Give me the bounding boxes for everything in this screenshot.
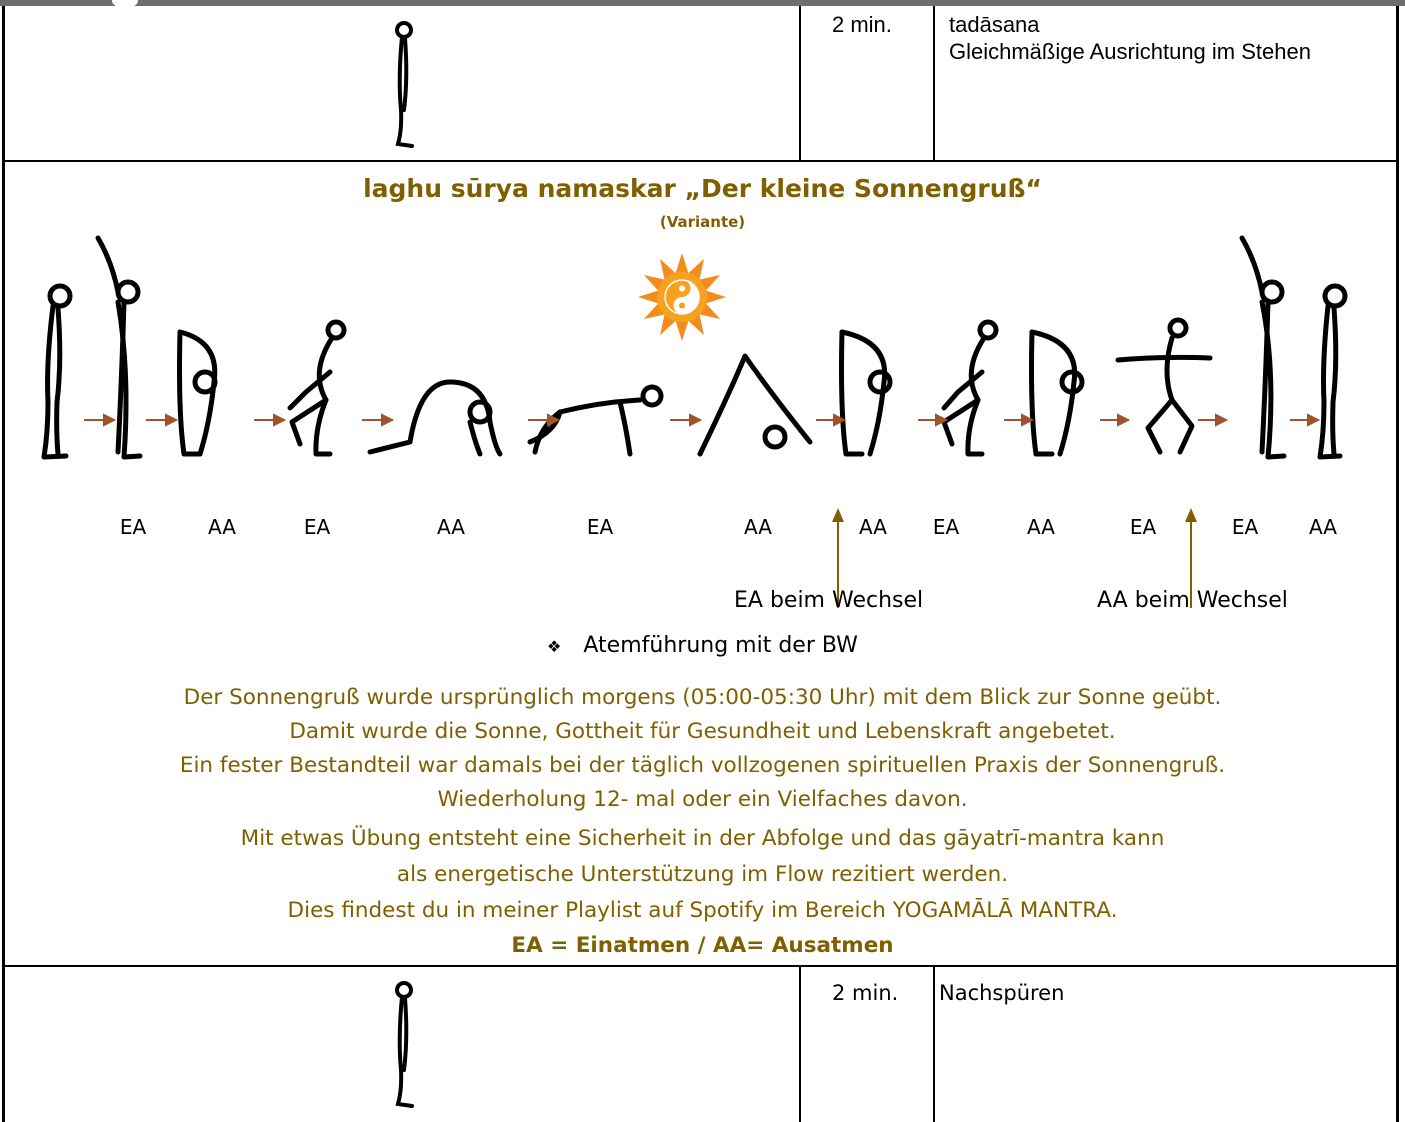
row-divider-top <box>2 160 1399 162</box>
pose-forward-fold-3 <box>1029 329 1085 457</box>
breath-label: EA <box>119 515 147 539</box>
pose-arms-up-2 <box>1239 235 1287 460</box>
pose-plank-1 <box>367 379 503 457</box>
paragraph-line: als energetische Unterstützung im Flow r… <box>396 862 1009 887</box>
pose-standing-1 <box>41 283 73 460</box>
pose-standing-2 <box>1317 283 1348 460</box>
bottom-pose-name: Nachspüren <box>939 981 1065 1005</box>
top-pose-desc: Gleichmäßige Ausrichtung im Stehen <box>949 39 1311 64</box>
col-divider-2-bottom <box>933 966 935 1122</box>
note-right: AA beim Wechsel <box>1097 588 1288 613</box>
col-divider-1-top <box>799 6 801 161</box>
paragraph-line: Wiederholung 12- mal oder ein Vielfaches… <box>437 787 968 812</box>
top-pose-name: tadāsana <box>949 12 1040 37</box>
breath-label: EA <box>1231 515 1259 539</box>
bullet-line: ❖ Atemführung mit der BW <box>0 633 1405 658</box>
bottom-duration: 2 min. <box>832 981 899 1005</box>
breath-label: EA <box>586 515 614 539</box>
pose-lunge-1 <box>287 319 347 457</box>
paragraph-line: Dies findest du in meiner Playlist auf S… <box>287 898 1118 923</box>
row-divider-bottom <box>2 965 1399 967</box>
top-band <box>0 0 1405 8</box>
col-divider-1-bottom <box>799 966 801 1122</box>
paragraph-line: Mit etwas Übung entsteht eine Sicherheit… <box>240 826 1165 851</box>
diamond-bullet-icon: ❖ <box>547 637 562 656</box>
section-subtitle: (Variante) <box>659 213 746 231</box>
pose-arms-up-1 <box>95 235 143 460</box>
note-left: EA beim Wechsel <box>734 588 924 613</box>
arrow-right-icons <box>84 413 1321 427</box>
arrow-up-icon <box>832 508 844 608</box>
breath-label: AA <box>208 515 236 539</box>
pose-chair <box>1115 317 1213 455</box>
table-frame <box>2 6 1399 1122</box>
pose-forward-fold-1 <box>177 329 218 457</box>
paragraph-line: Der Sonnengruß wurde ursprünglich morgen… <box>183 685 1222 710</box>
pose-lunge-2 <box>941 319 999 457</box>
breath-label: AA <box>1027 515 1055 539</box>
section-title: laghu sūrya namaskar „Der kleine Sonneng… <box>363 174 1042 203</box>
col-divider-2-top <box>933 6 935 161</box>
breath-label: EA <box>932 515 960 539</box>
arrow-up-icon <box>1185 508 1197 608</box>
breath-label: AA <box>744 515 772 539</box>
pose-down-dog-1 <box>697 353 813 457</box>
standing-figure-icon <box>395 981 414 1108</box>
legend-line: EA = Einatmen / AA= Ausatmen <box>511 933 894 958</box>
paragraph-line: Ein fester Bestandteil war damals bei de… <box>179 753 1226 778</box>
pose-cobra-1 <box>527 384 664 457</box>
breath-label: AA <box>437 515 465 539</box>
sun-yin-yang-icon <box>638 253 726 341</box>
breath-label: AA <box>859 515 887 539</box>
breath-label: EA <box>1129 515 1157 539</box>
pose-sequence <box>41 235 1348 460</box>
top-duration: 2 min. <box>832 12 892 37</box>
pose-forward-fold-2 <box>839 329 893 457</box>
breath-label: EA <box>303 515 331 539</box>
standing-figure-icon <box>395 21 414 148</box>
paragraph-line: Damit wurde die Sonne, Gottheit für Gesu… <box>289 719 1116 744</box>
breath-label: AA <box>1309 515 1337 539</box>
bullet-text: Atemführung mit der BW <box>583 633 858 658</box>
